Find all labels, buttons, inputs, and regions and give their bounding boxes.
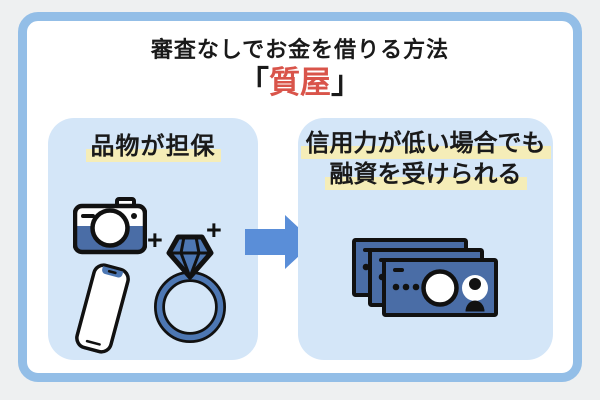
smartphone-icon bbox=[72, 260, 133, 356]
collateral-heading: 品物が担保 bbox=[48, 131, 258, 162]
keyword-title: 「質屋」 bbox=[27, 63, 573, 103]
benefit-heading-line1: 信用力が低い場合でも bbox=[300, 130, 551, 159]
camera-icon bbox=[73, 197, 147, 255]
plus-icon: + bbox=[206, 215, 222, 245]
bracket-close: 」 bbox=[331, 65, 362, 100]
page-title: 審査なしでお金を借りる方法 bbox=[150, 37, 450, 62]
plus-icon: + bbox=[147, 225, 163, 255]
benefit-panel: 信用力が低い場合でも 融資を受けられる bbox=[298, 118, 553, 360]
banknotes-icon bbox=[352, 238, 498, 317]
collateral-panel: 品物が担保 + + bbox=[48, 118, 258, 360]
card: 審査なしでお金を借りる方法 「質屋」 品物が担保 + + bbox=[18, 12, 582, 382]
arrow-right-icon bbox=[245, 214, 315, 270]
benefit-heading-line2: 融資を受けられる bbox=[324, 161, 527, 190]
diamond-ring-icon bbox=[151, 234, 228, 346]
benefit-heading: 信用力が低い場合でも 融資を受けられる bbox=[298, 128, 553, 190]
bracket-open: 「 bbox=[238, 65, 269, 100]
keyword-pawnshop: 質屋 bbox=[269, 65, 331, 100]
